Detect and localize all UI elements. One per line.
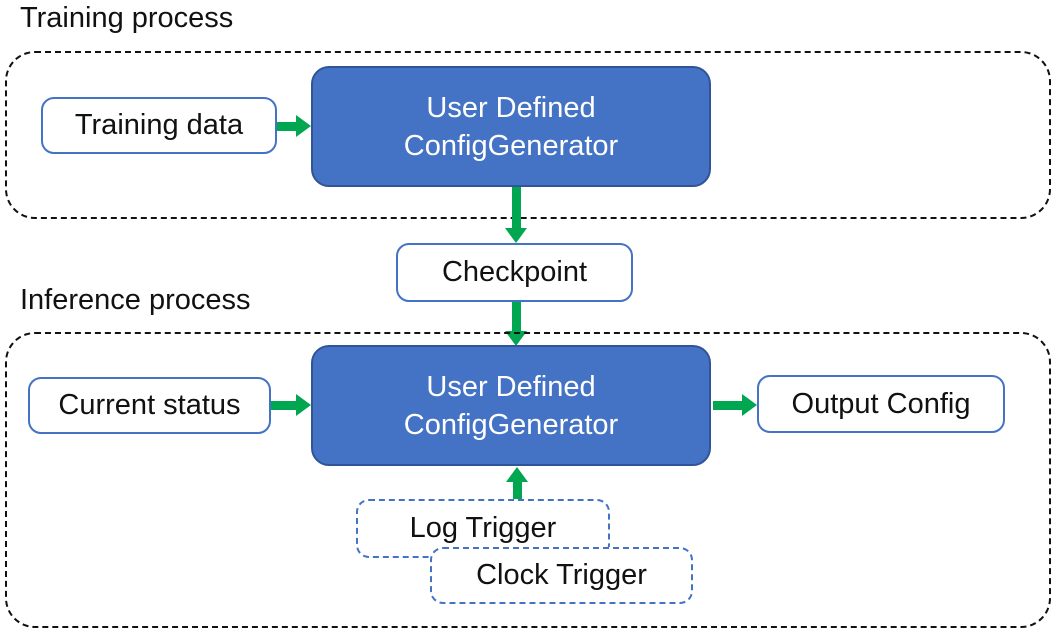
output-config-node: Output Config bbox=[757, 375, 1005, 433]
training-config-generator-line1: User Defined bbox=[426, 91, 596, 124]
arrow-head-icon bbox=[742, 394, 757, 416]
arrow-head-icon bbox=[506, 467, 528, 482]
arrow-up-triggers-to-generator bbox=[505, 467, 529, 499]
arrow-right-current-status-to-generator bbox=[271, 393, 311, 417]
arrow-shaft bbox=[271, 400, 296, 410]
training-data-node: Training data bbox=[41, 97, 277, 154]
arrow-head-icon bbox=[505, 331, 527, 346]
arrow-shaft bbox=[511, 302, 521, 331]
inference-config-generator-line2: ConfigGenerator bbox=[403, 408, 619, 441]
arrow-shaft bbox=[277, 121, 296, 131]
arrow-shaft bbox=[511, 187, 521, 228]
inference-config-generator-line1: User Defined bbox=[426, 370, 596, 403]
arrow-down-generator-to-checkpoint bbox=[504, 187, 528, 243]
arrow-shaft bbox=[713, 400, 742, 410]
training-process-container bbox=[5, 51, 1051, 219]
arrow-right-training-data-to-generator bbox=[277, 114, 311, 138]
arrow-right-generator-to-output-config bbox=[713, 393, 757, 417]
training-process-label: Training process bbox=[20, 2, 234, 34]
inference-process-container bbox=[5, 332, 1051, 628]
training-config-generator-line2: ConfigGenerator bbox=[403, 129, 619, 162]
arrow-head-icon bbox=[296, 115, 311, 137]
current-status-node: Current status bbox=[28, 377, 271, 434]
inference-process-label: Inference process bbox=[20, 284, 251, 316]
arrow-shaft bbox=[512, 482, 522, 499]
clock-trigger-node: Clock Trigger bbox=[430, 547, 693, 604]
training-config-generator-node: User Defined ConfigGenerator bbox=[311, 66, 711, 187]
checkpoint-node: Checkpoint bbox=[396, 243, 633, 302]
arrow-head-icon bbox=[296, 394, 311, 416]
arrow-head-icon bbox=[505, 228, 527, 243]
arrow-down-checkpoint-to-generator bbox=[504, 302, 528, 346]
inference-config-generator-node: User Defined ConfigGenerator bbox=[311, 345, 711, 466]
